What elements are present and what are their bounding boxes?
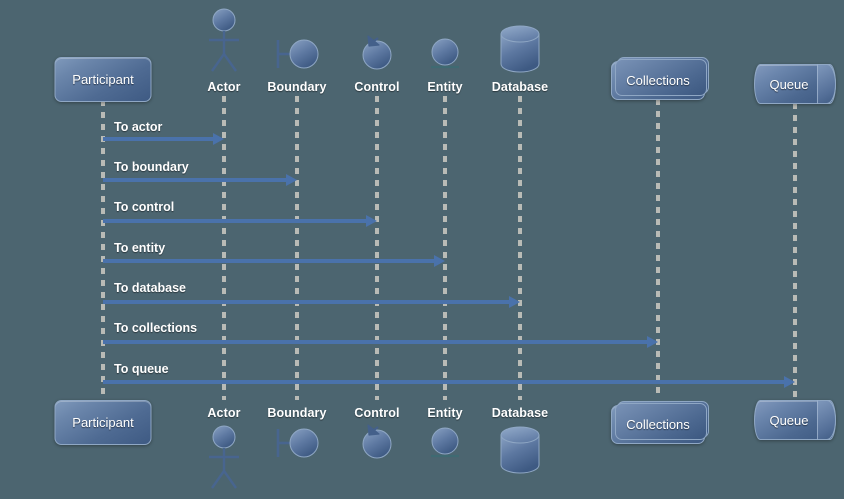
participant-foot-label-participant: Participant bbox=[72, 415, 134, 430]
participant-foot-label-collections: Collections bbox=[626, 417, 690, 432]
participant-head-collections[interactable]: Collections bbox=[611, 57, 709, 100]
lifeline-queue bbox=[793, 103, 797, 397]
message-label-to-queue: To queue bbox=[114, 362, 169, 376]
participant-foot-label-actor: Actor bbox=[207, 406, 241, 420]
participant-foot-participant[interactable]: Participant bbox=[54, 400, 152, 445]
message-line-to-actor[interactable] bbox=[103, 137, 213, 141]
participant-head-participant[interactable]: Participant bbox=[54, 57, 152, 102]
database-icon[interactable] bbox=[497, 23, 543, 75]
database-icon[interactable] bbox=[497, 424, 543, 476]
control-icon[interactable] bbox=[359, 34, 395, 72]
participant-foot-label-control: Control bbox=[354, 406, 400, 420]
message-arrowhead-to-database bbox=[509, 296, 520, 308]
entity-icon[interactable] bbox=[428, 36, 462, 74]
actor-icon[interactable] bbox=[202, 8, 246, 74]
message-label-to-actor: To actor bbox=[114, 120, 163, 134]
control-icon[interactable] bbox=[359, 423, 395, 461]
lifeline-participant bbox=[101, 100, 105, 400]
actor-icon[interactable] bbox=[202, 425, 246, 491]
lifeline-boundary bbox=[295, 96, 299, 400]
participant-foot-label-queue: Queue bbox=[769, 412, 809, 428]
queue-cap-icon bbox=[817, 64, 836, 104]
message-arrowhead-to-collections bbox=[647, 336, 658, 348]
participant-foot-label-database: Database bbox=[491, 406, 549, 420]
participant-head-label-database: Database bbox=[491, 80, 549, 94]
participant-foot-label-entity: Entity bbox=[427, 406, 463, 420]
message-label-to-boundary: To boundary bbox=[114, 160, 189, 174]
participant-head-label-boundary: Boundary bbox=[267, 80, 327, 94]
participant-head-label-actor: Actor bbox=[207, 80, 241, 94]
participant-foot-label-boundary: Boundary bbox=[267, 406, 327, 420]
participant-head-label-control: Control bbox=[354, 80, 400, 94]
message-line-to-boundary[interactable] bbox=[103, 178, 286, 182]
message-line-to-entity[interactable] bbox=[103, 259, 434, 263]
message-arrowhead-to-queue bbox=[784, 376, 795, 388]
participant-head-label-queue: Queue bbox=[769, 76, 809, 92]
message-arrowhead-to-entity bbox=[434, 255, 445, 267]
lifeline-database bbox=[518, 96, 522, 400]
lifeline-actor bbox=[222, 96, 226, 400]
queue-cap-icon bbox=[817, 400, 836, 440]
message-label-to-collections: To collections bbox=[114, 321, 198, 335]
participant-head-label-entity: Entity bbox=[427, 80, 463, 94]
message-line-to-control[interactable] bbox=[103, 219, 366, 223]
message-line-to-collections[interactable] bbox=[103, 340, 647, 344]
message-label-to-database: To database bbox=[114, 281, 187, 295]
lifeline-entity bbox=[443, 96, 447, 400]
lifeline-collections bbox=[656, 99, 660, 397]
boundary-icon[interactable] bbox=[274, 425, 320, 461]
message-arrowhead-to-boundary bbox=[286, 174, 297, 186]
lifeline-control bbox=[375, 96, 379, 400]
entity-icon[interactable] bbox=[428, 425, 462, 463]
participant-foot-collections[interactable]: Collections bbox=[611, 401, 709, 444]
message-arrowhead-to-control bbox=[366, 215, 377, 227]
participant-head-label-collections: Collections bbox=[626, 73, 690, 88]
message-line-to-queue[interactable] bbox=[103, 380, 784, 384]
boundary-icon[interactable] bbox=[274, 36, 320, 72]
message-label-to-control: To control bbox=[114, 200, 175, 214]
message-label-to-entity: To entity bbox=[114, 241, 166, 255]
participant-head-queue[interactable]: Queue bbox=[754, 64, 836, 104]
participant-foot-queue[interactable]: Queue bbox=[754, 400, 836, 440]
message-line-to-database[interactable] bbox=[103, 300, 509, 304]
participant-head-label-participant: Participant bbox=[72, 72, 134, 87]
message-arrowhead-to-actor bbox=[213, 133, 224, 145]
